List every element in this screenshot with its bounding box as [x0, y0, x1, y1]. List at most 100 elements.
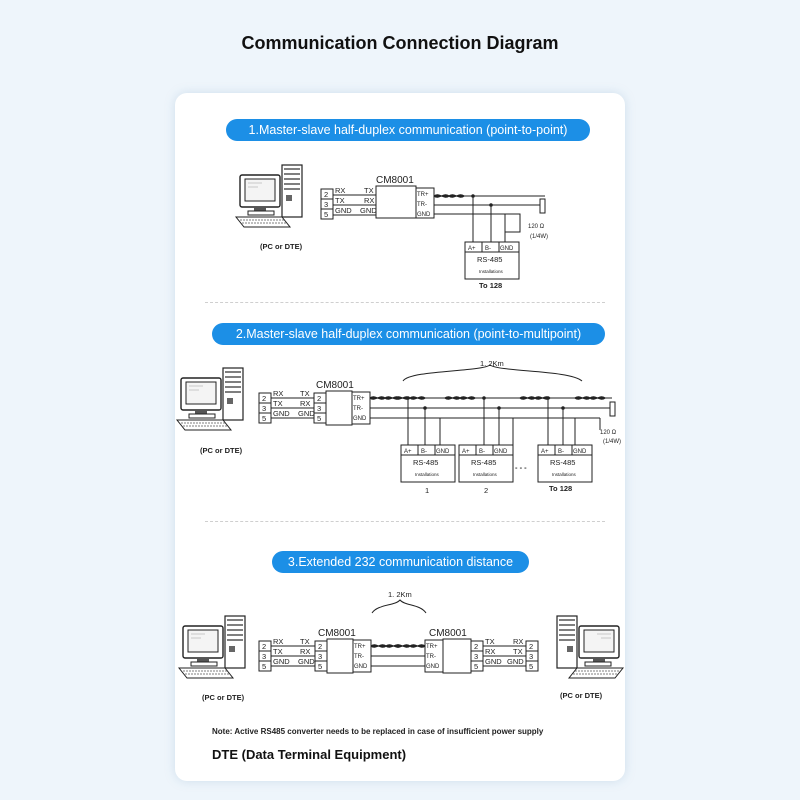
signal-label: RX	[335, 186, 345, 195]
node-count-label: To 128	[479, 281, 502, 290]
section-title-1: 1.Master-slave half-duplex communication…	[226, 119, 590, 141]
terminal-label: GND	[417, 212, 431, 218]
pin-label: 5	[324, 210, 328, 219]
signal-label: RX	[300, 399, 310, 408]
signal-label: RX	[364, 196, 374, 205]
pin-label: 2	[262, 394, 266, 403]
signal-label: GND	[298, 657, 315, 666]
node-label: RS-485	[550, 458, 575, 467]
computer-icon	[178, 615, 246, 679]
signal-label: TX	[335, 196, 345, 205]
node-count-label: To 128	[549, 484, 572, 493]
signal-label: TX	[364, 186, 374, 195]
terminal-label: GND	[353, 416, 367, 422]
pc-label: (PC or DTE)	[260, 242, 303, 251]
footer-note: Note: Active RS485 converter needs to be…	[212, 727, 544, 736]
resistor-icon	[539, 198, 546, 214]
signal-label: GND	[360, 206, 377, 215]
signal-label: TX	[300, 389, 310, 398]
node-label: A+	[541, 449, 549, 455]
pin-label: 2	[262, 642, 266, 651]
terminal-block	[415, 187, 435, 219]
pin-label: 5	[317, 414, 321, 423]
drop-wires	[407, 398, 576, 445]
pin-label: 5	[318, 662, 322, 671]
distance-label: 1. 2Km	[388, 590, 412, 599]
pin-label: 5	[262, 414, 266, 423]
device-label: CM8001	[376, 175, 414, 186]
resistor-label: 120 Ω	[600, 430, 617, 436]
pin-label: 3	[324, 200, 328, 209]
terminal-label: TR-	[354, 654, 364, 660]
signal-label: TX	[300, 637, 310, 646]
node-label: Installations	[415, 472, 440, 477]
signal-label: RX	[273, 637, 283, 646]
converter-box	[325, 390, 353, 426]
signal-label: RX	[513, 637, 523, 646]
serial-wires	[271, 645, 315, 667]
signal-label: TX	[485, 637, 495, 646]
terminal-label: GND	[426, 664, 440, 670]
terminal-label: TR-	[426, 654, 436, 660]
pin-label: 5	[262, 662, 266, 671]
pc-label: (PC or DTE)	[560, 691, 603, 700]
serial-wires	[333, 194, 376, 216]
pc-label: (PC or DTE)	[200, 446, 243, 455]
node-label: A+	[468, 246, 476, 252]
resistor-label: (1/4W)	[603, 439, 621, 445]
node-label: RS-485	[477, 255, 502, 264]
signal-label: RX	[485, 647, 495, 656]
terminal-label: TR+	[417, 192, 429, 198]
distance-label: 1. 2Km	[480, 359, 504, 368]
computer-icon	[235, 164, 303, 228]
signal-label: GND	[273, 409, 290, 418]
dte-definition: DTE (Data Terminal Equipment)	[212, 747, 407, 762]
converter-box	[442, 638, 472, 674]
node-label: B-	[558, 449, 564, 455]
node-label: B-	[421, 449, 427, 455]
node-label: GND	[436, 449, 450, 455]
node-label: Installations	[552, 472, 577, 477]
signal-label: RX	[300, 647, 310, 656]
serial-wires	[271, 397, 314, 419]
pin-label: 2	[318, 642, 322, 651]
pin-label: 3	[317, 404, 321, 413]
section-divider-2	[205, 521, 605, 522]
signal-label: GND	[335, 206, 352, 215]
pc-label: (PC or DTE)	[202, 693, 245, 702]
device-label: CM8001	[316, 380, 354, 391]
pin-label: 5	[474, 662, 478, 671]
pin-label: 2	[474, 642, 478, 651]
node-label: GND	[494, 449, 508, 455]
terminal-label: TR-	[353, 406, 363, 412]
pin-label: 3	[529, 652, 533, 661]
computer-icon	[176, 367, 244, 431]
signal-label: GND	[273, 657, 290, 666]
page-title: Communication Connection Diagram	[241, 33, 559, 53]
node-label: Installations	[473, 472, 498, 477]
signal-label: TX	[513, 647, 523, 656]
node-label: B-	[485, 246, 491, 252]
converter-box	[375, 185, 417, 219]
node-label: A+	[404, 449, 412, 455]
distance-brace	[371, 599, 427, 614]
node-number: 2	[484, 486, 488, 495]
node-label: A+	[462, 449, 470, 455]
section-title-3: 3.Extended 232 communication distance	[272, 551, 529, 573]
converter-box	[326, 638, 354, 674]
terminal-label: TR-	[417, 202, 427, 208]
section-divider-1	[205, 302, 605, 303]
pin-label: 3	[474, 652, 478, 661]
node-label: GND	[573, 449, 587, 455]
node-label: GND	[500, 246, 514, 252]
twisted-pair	[369, 396, 612, 430]
pin-label: 2	[324, 190, 328, 199]
terminal-label: TR+	[426, 644, 438, 650]
device-label: CM8001	[318, 628, 356, 639]
terminal-label: TR+	[353, 396, 365, 402]
continuation-dashes: - - -	[515, 463, 527, 472]
pin-label: 2	[317, 394, 321, 403]
resistor-icon	[609, 401, 616, 417]
device-label: CM8001	[429, 628, 467, 639]
